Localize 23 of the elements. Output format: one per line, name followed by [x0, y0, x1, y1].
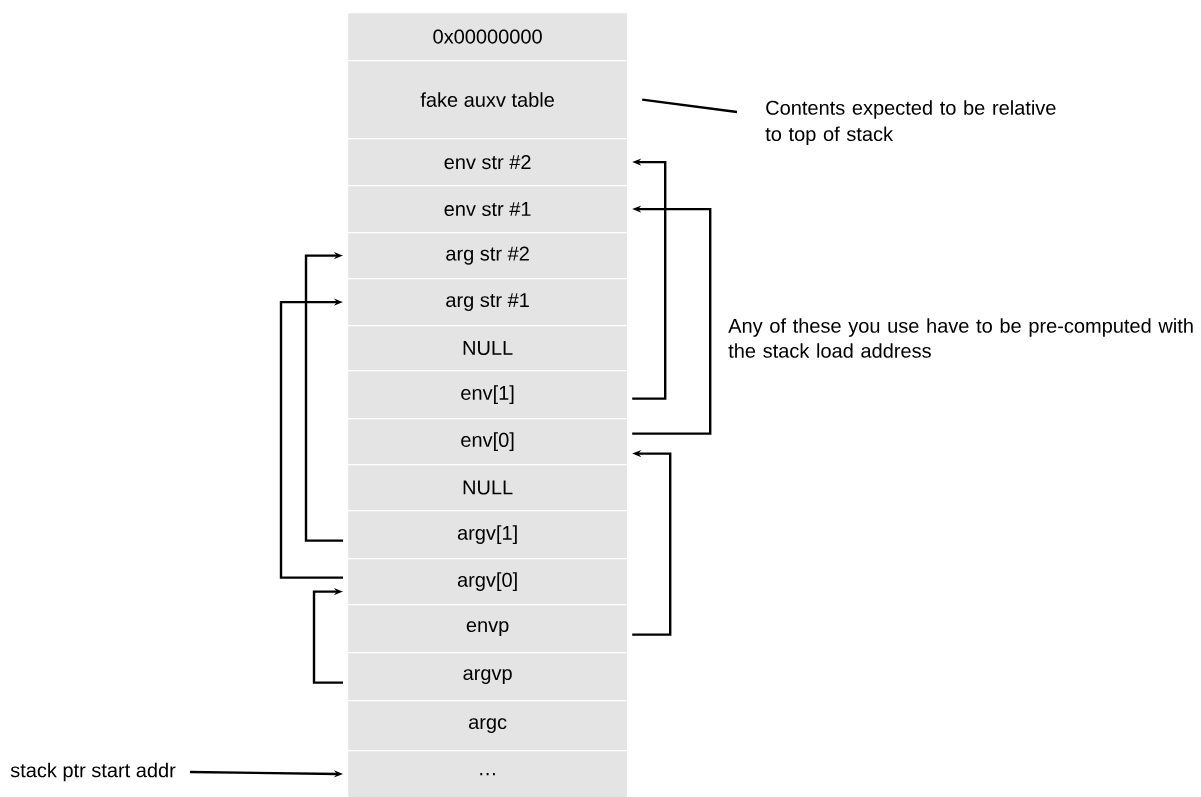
annotation-text: stack ptr start addr	[10, 762, 176, 782]
stack-cell: 0x00000000	[347, 12, 629, 62]
stack-cell: argc	[347, 700, 629, 752]
stack-cell: fake auxv table	[347, 60, 629, 140]
stack-cell: NULL	[347, 325, 629, 372]
leader-line	[642, 98, 738, 114]
stack-cell: argv[1]	[347, 510, 629, 560]
stack-cell: arg str #1	[347, 278, 629, 327]
stack-cell: argv[0]	[347, 558, 629, 606]
stack-cell: envp	[347, 604, 629, 654]
annotation-text: Contents expected to be relative to top of stack	[765, 100, 1056, 146]
arrow	[279, 298, 343, 579]
stack-cell: argvp	[347, 652, 629, 702]
stack-cell: env str #1	[347, 185, 629, 234]
stack-cell: …	[347, 750, 629, 797]
note-text: Any of these you use have to be pre-computed with the stack load address	[728, 318, 1193, 358]
stack-cell: NULL	[347, 464, 629, 512]
stack-cell: env[0]	[347, 417, 629, 466]
stack-cell: env str #2	[347, 138, 629, 187]
stack-cell: env[1]	[347, 370, 629, 420]
stack-cell: arg str #2	[347, 232, 629, 280]
arrow	[312, 588, 343, 684]
arrow	[304, 252, 343, 542]
